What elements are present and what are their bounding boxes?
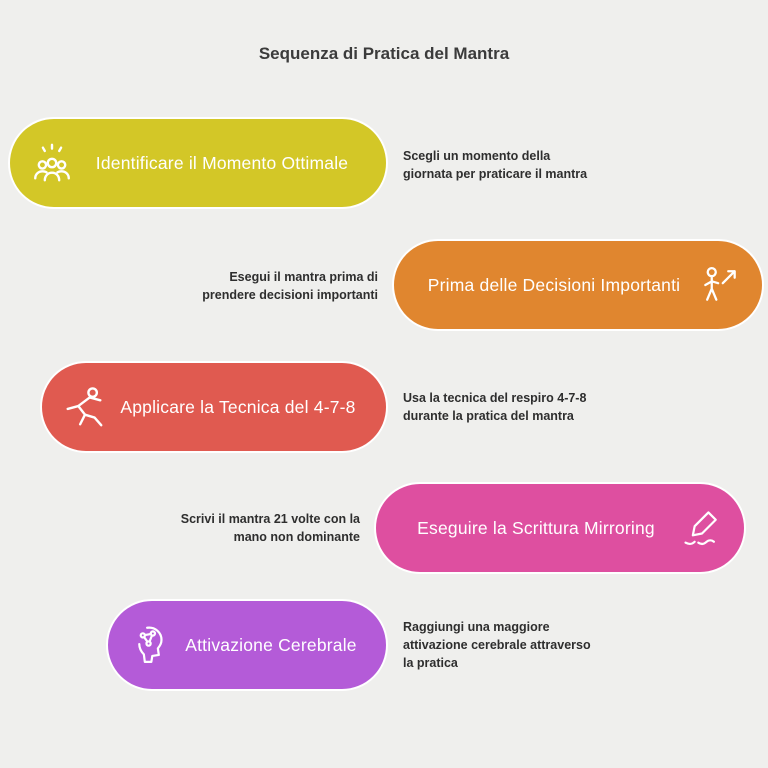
step-pill-attivazione-cerebrale: Attivazione Cerebrale — [106, 599, 388, 691]
step-label: Eseguire la Scrittura Mirroring — [417, 517, 655, 538]
step-label: Prima delle Decisioni Importanti — [427, 274, 681, 295]
step-pill-momento-ottimale: Identificare il Momento Ottimale — [8, 117, 388, 209]
step-description: Scrivi il mantra 21 volte con la mano no… — [180, 512, 360, 545]
step-label: Applicare la Tecnica del 4-7-8 — [120, 396, 356, 417]
page-title: Sequenza di Pratica del Mantra — [258, 44, 510, 63]
step-pill-scrittura-mirroring: Eseguire la Scrittura Mirroring — [374, 482, 746, 574]
step-pill-tecnica-478: Applicare la Tecnica del 4-7-8 — [40, 361, 388, 453]
brain-network-icon — [126, 621, 174, 669]
signature-pen-icon — [678, 504, 726, 552]
step-description: Scegli un momento della giornata per pra… — [403, 149, 588, 182]
person-growth-icon — [696, 261, 744, 309]
group-meeting-icon — [28, 139, 76, 187]
step-description: Usa la tecnica del respiro 4-7-8 durante… — [403, 391, 587, 424]
step-label: Attivazione Cerebrale — [185, 634, 357, 655]
step-label: Identificare il Momento Ottimale — [95, 152, 349, 173]
step-pill-decisioni-importanti: Prima delle Decisioni Importanti — [392, 239, 764, 331]
step-description: Esegui il mantra prima di prendere decis… — [202, 270, 378, 303]
step-description: Raggiungi una maggiore attivazione cereb… — [403, 620, 591, 671]
stretching-person-icon — [60, 383, 108, 431]
